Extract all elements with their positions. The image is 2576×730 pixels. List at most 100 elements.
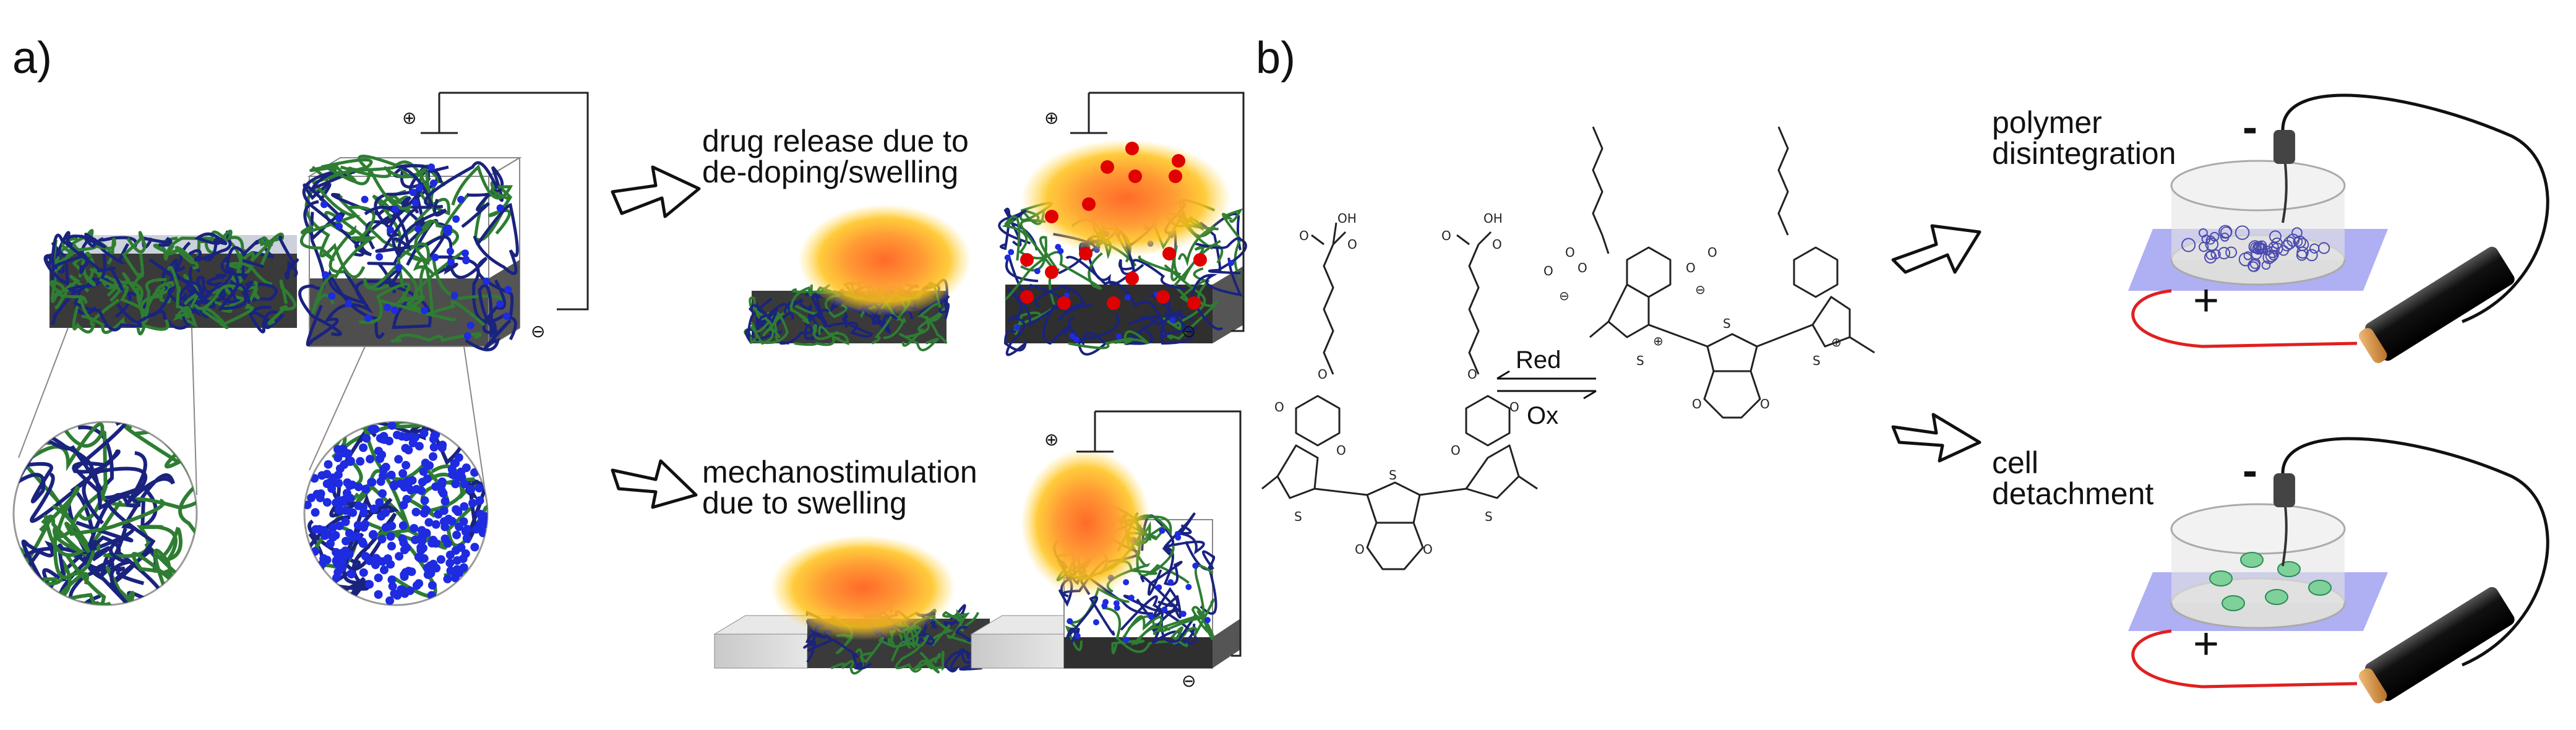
counter-ion-dot xyxy=(466,322,474,329)
counter-ion-dot xyxy=(366,455,375,464)
polymer-fiber xyxy=(473,203,519,275)
counter-ion-dot xyxy=(475,496,484,505)
magnified-swollen-network xyxy=(303,421,489,606)
counter-ion-dot xyxy=(379,471,388,481)
counter-ion-dot xyxy=(322,498,332,507)
svg-text:O: O xyxy=(1347,237,1357,252)
battery-minus-top: - xyxy=(2243,103,2257,152)
counter-ion-dot xyxy=(1180,611,1187,617)
counter-ion-dot xyxy=(328,523,337,532)
counter-ion-dot xyxy=(463,332,471,340)
counter-ion-dot xyxy=(348,480,357,489)
polymer-fragment xyxy=(2218,225,2233,239)
polymer-fragment xyxy=(2269,230,2282,243)
counter-ion-dot xyxy=(362,434,371,443)
counter-ion-dot xyxy=(1169,317,1176,324)
positive-terminal: ⊕ xyxy=(402,108,416,128)
svg-text:O: O xyxy=(1451,443,1461,458)
counter-ion-dot xyxy=(461,549,470,558)
counter-ion-dot xyxy=(359,443,368,452)
polymer-fiber xyxy=(912,653,942,671)
polymer-fiber xyxy=(428,595,487,605)
polymer-fiber xyxy=(363,261,421,312)
counter-ion-dot xyxy=(447,258,455,266)
doped-polymer-film xyxy=(43,229,299,336)
polymer-fiber xyxy=(830,648,864,675)
polymer-fragment xyxy=(2281,239,2293,252)
counter-ion-dot xyxy=(414,225,422,233)
cell-body xyxy=(1021,139,1231,257)
polymer-fragment xyxy=(2205,237,2219,251)
polymer-fragment xyxy=(2181,238,2196,252)
counter-ion-dot xyxy=(421,306,429,314)
counter-ion-dot xyxy=(317,471,327,480)
positive-terminal: ⊕ xyxy=(1044,429,1058,450)
svg-text:O: O xyxy=(1467,367,1477,382)
polymer-fiber xyxy=(779,309,830,345)
polymer-fiber xyxy=(304,166,366,279)
polymer-fiber xyxy=(1147,547,1183,596)
detached-cell xyxy=(2222,595,2245,611)
counter-ion-dot xyxy=(419,429,429,438)
counter-ion-dot xyxy=(452,566,461,575)
polymer-fiber xyxy=(303,182,346,240)
counter-ion-dot xyxy=(387,226,394,234)
counter-ion-dot xyxy=(393,431,401,440)
svg-text:O: O xyxy=(1543,264,1553,278)
counter-ion-dot xyxy=(387,422,397,430)
counter-ion-dot xyxy=(387,541,396,551)
counter-ion-dot xyxy=(429,536,438,544)
svg-text:O: O xyxy=(1686,260,1696,275)
counter-ion-dot xyxy=(429,452,437,461)
drug-molecule xyxy=(1107,296,1120,310)
polymer-fragment xyxy=(2262,251,2276,264)
counter-ion-dot xyxy=(352,531,361,541)
polymer-fiber xyxy=(749,304,778,324)
drug-molecule xyxy=(1045,210,1058,223)
drug-molecule xyxy=(1187,296,1201,310)
svg-text:S: S xyxy=(1294,509,1302,524)
counter-ion-dot xyxy=(503,312,510,320)
counter-ion-dot xyxy=(411,433,420,442)
svg-text:O: O xyxy=(1299,228,1309,243)
counter-ion-dot xyxy=(324,460,333,469)
drug-molecule xyxy=(1169,170,1182,183)
polymer-fragment xyxy=(2252,244,2261,254)
cell-body xyxy=(798,204,971,316)
counter-ion-dot xyxy=(322,479,332,488)
counter-ion-dot xyxy=(353,521,363,530)
polymer-fiber xyxy=(1122,615,1171,645)
polymer-fiber xyxy=(364,199,447,258)
counter-ion-dot xyxy=(356,457,365,466)
counter-ion-dot xyxy=(392,205,399,213)
counter-ion-dot xyxy=(312,489,322,499)
counter-ion-dot xyxy=(373,556,382,565)
polymer-fiber xyxy=(812,324,839,340)
counter-ion-dot xyxy=(1008,249,1015,256)
polymer-fiber xyxy=(267,279,297,325)
counter-ion-dot xyxy=(437,443,447,452)
electrode xyxy=(2273,130,2295,164)
polymer-fiber xyxy=(218,280,254,311)
counter-ion-dot xyxy=(422,528,431,538)
counter-ion-dot xyxy=(431,482,440,491)
polymer-fiber xyxy=(82,466,148,525)
counter-ion-dot xyxy=(384,303,392,311)
detached-cell xyxy=(2277,561,2301,577)
counter-ion-dot xyxy=(374,573,383,583)
electrochemical-setup-disintegration: - + xyxy=(2128,93,2549,363)
drug-molecule xyxy=(1162,247,1176,260)
counter-ion-dot xyxy=(416,543,426,552)
counter-ion-dot xyxy=(364,314,372,322)
counter-ion-dot xyxy=(471,525,481,534)
counter-ion-dot xyxy=(328,533,338,542)
polymer-fiber xyxy=(306,269,373,346)
svg-text:O: O xyxy=(1423,542,1433,557)
polymer-fiber xyxy=(757,312,794,336)
polymer-fiber xyxy=(899,319,939,351)
counter-ion-dot xyxy=(1073,337,1080,343)
counter-ion-dot xyxy=(354,501,363,510)
electrochemical-setup-detachment: - + xyxy=(2128,437,2549,703)
counter-ion-dot xyxy=(377,434,387,444)
counter-ion-dot xyxy=(381,463,390,471)
